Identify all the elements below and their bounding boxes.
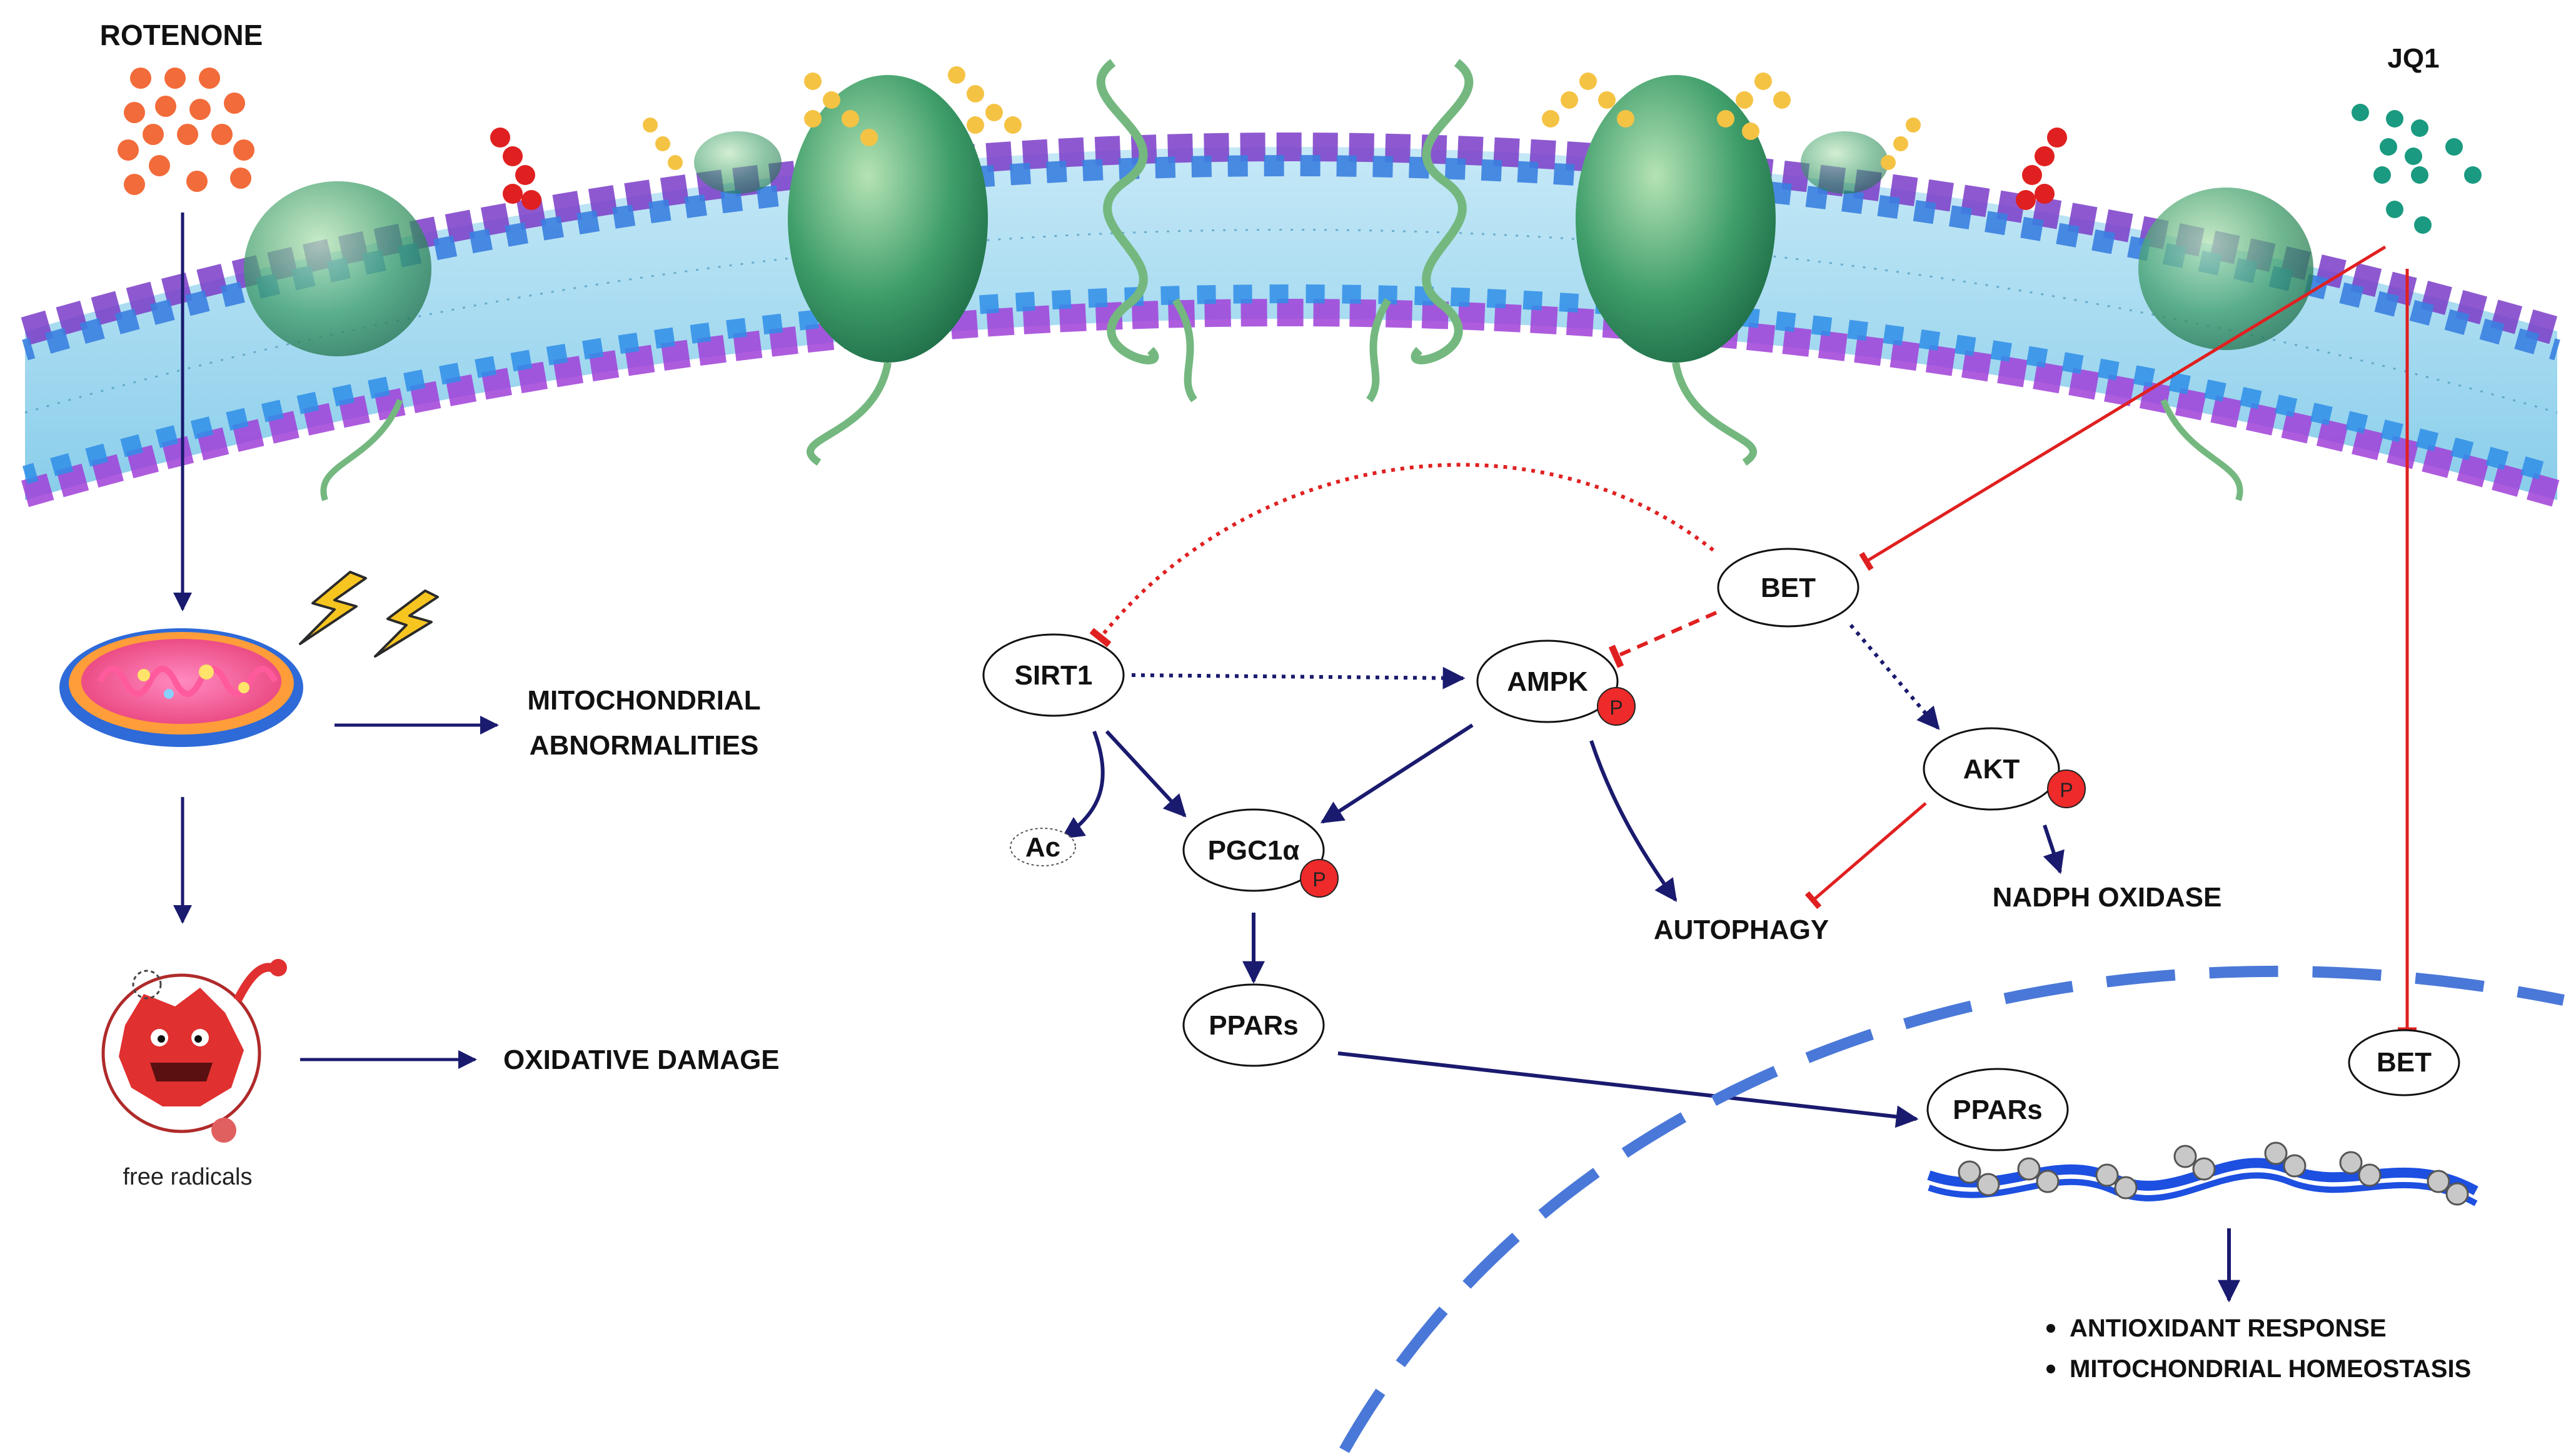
oxidative-damage-label: OXIDATIVE DAMAGE <box>503 1045 780 1075</box>
svg-text:AMPK: AMPK <box>1507 666 1588 697</box>
jq1-label: JQ1 <box>2387 43 2439 74</box>
svg-text:PGC1α: PGC1α <box>1208 835 1300 866</box>
node-ppars: PPARs <box>1182 983 1325 1067</box>
sirt1-activates-pgc1a-arrow <box>1105 730 1187 818</box>
ampk-to-autophagy-arrow <box>1589 740 1678 902</box>
mito-abnormalities-line2: ABNORMALITIES <box>530 730 759 761</box>
jq1-molecules <box>2352 104 2482 234</box>
svg-text:BET: BET <box>1761 573 1816 603</box>
sirt1-to-ac-arrow <box>1061 730 1105 840</box>
nadph-oxidase-label: NADPH OXIDASE <box>1993 882 2222 913</box>
svg-text:BET: BET <box>2377 1047 2432 1078</box>
svg-text:P: P <box>1609 696 1623 719</box>
lightning-icon <box>299 571 439 658</box>
rotenone-molecules <box>118 68 254 195</box>
bullet-antioxidant <box>2046 1324 2055 1333</box>
free-radicals-caption: free radicals <box>123 1164 253 1190</box>
svg-text:AKT: AKT <box>1963 754 2020 785</box>
ppars-to-nucleus-arrow <box>1337 1051 1919 1128</box>
bet-activates-akt-dotted <box>1849 624 1940 730</box>
dna-strand <box>1927 1141 2478 1206</box>
mitochondrion-icon <box>59 628 303 747</box>
svg-text:PPARs: PPARs <box>1209 1010 1298 1041</box>
bet-inhibits-ampk-dashed <box>1608 611 1718 668</box>
mito-homeostasis-label: MITOCHONDRIAL HOMEOSTASIS <box>2070 1355 2471 1383</box>
node-ampk: AMPK P <box>1476 639 1636 726</box>
node-pgc1a: PGC1α P <box>1182 808 1339 898</box>
node-ac: Ac <box>1010 828 1076 866</box>
bet-inhibits-sirt1-dotted <box>1089 463 1714 648</box>
autophagy-label: AUTOPHAGY <box>1654 915 1829 945</box>
akt-inhibits-autophagy-line <box>1804 802 1927 910</box>
membrane-proteins <box>244 59 2313 501</box>
svg-text:Ac: Ac <box>1025 832 1060 863</box>
sirt1-activates-ampk-dotted <box>1131 666 1466 689</box>
node-ppars-nuclear: PPARs <box>1926 1068 2069 1151</box>
node-bet-nuclear: BET <box>2348 1029 2460 1096</box>
free-radical-icon <box>101 959 287 1143</box>
rotenone-label: ROTENONE <box>100 19 263 51</box>
nuclear-envelope <box>1339 965 2565 1453</box>
glycan-chains <box>490 66 2067 210</box>
node-akt: AKT P <box>1923 727 2086 811</box>
mito-abnormalities-line1: MITOCHONDRIAL <box>527 685 760 716</box>
akt-to-nadph-arrow <box>2043 825 2065 875</box>
svg-text:P: P <box>2060 779 2073 801</box>
svg-text:SIRT1: SIRT1 <box>1015 660 1093 691</box>
antioxidant-response-label: ANTIOXIDANT RESPONSE <box>2070 1315 2387 1342</box>
node-bet: BET <box>1717 548 1859 628</box>
jq1-inhibits-bet-line <box>1859 245 2387 571</box>
svg-text:PPARs: PPARs <box>1953 1095 2042 1125</box>
ampk-activates-pgc1a-arrow <box>1320 723 1474 824</box>
svg-text:P: P <box>1312 868 1326 891</box>
bullet-homeostasis <box>2046 1365 2055 1373</box>
node-sirt1: SIRT1 <box>982 633 1125 717</box>
